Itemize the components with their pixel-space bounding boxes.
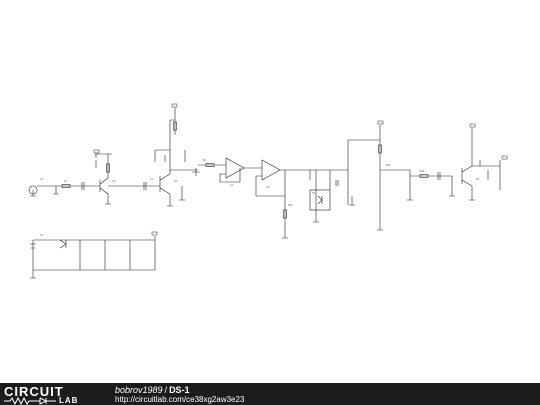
circuit-title-line: bobrov1989/DS-1 bbox=[115, 385, 190, 395]
stage2-vcc-rail bbox=[154, 108, 186, 162]
node-flag-vcc-4 bbox=[469, 123, 476, 128]
logo-wave-icon bbox=[4, 397, 56, 405]
diode-d1 bbox=[170, 168, 200, 176]
power-supply bbox=[30, 236, 156, 279]
svg-text:D2: D2 bbox=[312, 192, 316, 195]
tone-wiring bbox=[300, 140, 349, 212]
stage2-transistor bbox=[159, 150, 173, 207]
stage2-cap-ground bbox=[179, 186, 185, 201]
opamp-1 bbox=[219, 157, 262, 183]
svg-text:R1: R1 bbox=[64, 180, 68, 183]
stage1-transistor bbox=[99, 160, 109, 204]
svg-text:Q3: Q3 bbox=[476, 178, 480, 181]
svg-text:R15: R15 bbox=[420, 170, 425, 173]
stage1-vcc bbox=[95, 153, 112, 168]
svg-text:R14: R14 bbox=[386, 164, 391, 167]
logo-wordmark-top: CIRCUIT bbox=[4, 384, 64, 399]
input-capacitor bbox=[81, 182, 85, 190]
clipping-diodes-box bbox=[309, 189, 331, 211]
final-transistor bbox=[461, 128, 501, 201]
circuit-title: DS-1 bbox=[169, 385, 190, 395]
svg-text:U2: U2 bbox=[266, 186, 270, 189]
buffer-rail bbox=[348, 125, 398, 231]
input-wiring bbox=[53, 185, 100, 195]
output-resistor bbox=[419, 174, 429, 178]
tone-ground bbox=[313, 196, 355, 223]
node-flag-out bbox=[501, 155, 508, 160]
author-link[interactable]: bobrov1989 bbox=[115, 385, 163, 395]
node-flag-vcc-2 bbox=[171, 103, 178, 108]
svg-text:R6: R6 bbox=[203, 159, 207, 162]
input-resistor bbox=[61, 184, 71, 188]
svg-text:V1: V1 bbox=[40, 178, 43, 181]
output-cap bbox=[437, 172, 441, 180]
svg-text:U1: U1 bbox=[230, 184, 234, 187]
opamp2-feedback-resistor bbox=[283, 209, 287, 219]
stage1-collector-resistor bbox=[106, 163, 110, 173]
svg-text:R10: R10 bbox=[288, 204, 293, 207]
footer-bar: CIRCUIT LAB bobrov1989/DS-1 http://circu… bbox=[0, 383, 540, 405]
clipping-diodes bbox=[317, 195, 323, 205]
input-source bbox=[28, 185, 56, 197]
circuitlab-logo[interactable]: CIRCUIT LAB bbox=[4, 384, 104, 405]
output-wiring bbox=[398, 169, 455, 201]
buffer-resistor bbox=[378, 144, 382, 154]
svg-text:C2: C2 bbox=[150, 178, 154, 181]
logo-wordmark-bottom: LAB bbox=[59, 396, 79, 405]
title-separator: / bbox=[164, 385, 168, 395]
opamp-2 bbox=[255, 159, 300, 239]
stage2-resistor bbox=[173, 121, 177, 131]
node-flag-vcc-1 bbox=[93, 149, 100, 154]
node-flag-vcc-3 bbox=[377, 120, 384, 125]
svg-text:V2: V2 bbox=[40, 234, 43, 237]
circuit-url[interactable]: http://circuitlab.com/ce38xg2aw3e23 bbox=[115, 395, 245, 404]
node-flag-vcc-5 bbox=[151, 231, 158, 236]
stage1-ground bbox=[105, 185, 160, 205]
svg-text:Q1: Q1 bbox=[112, 180, 116, 183]
stage1-coupling-cap bbox=[143, 182, 147, 190]
svg-text:Q2: Q2 bbox=[174, 180, 178, 183]
